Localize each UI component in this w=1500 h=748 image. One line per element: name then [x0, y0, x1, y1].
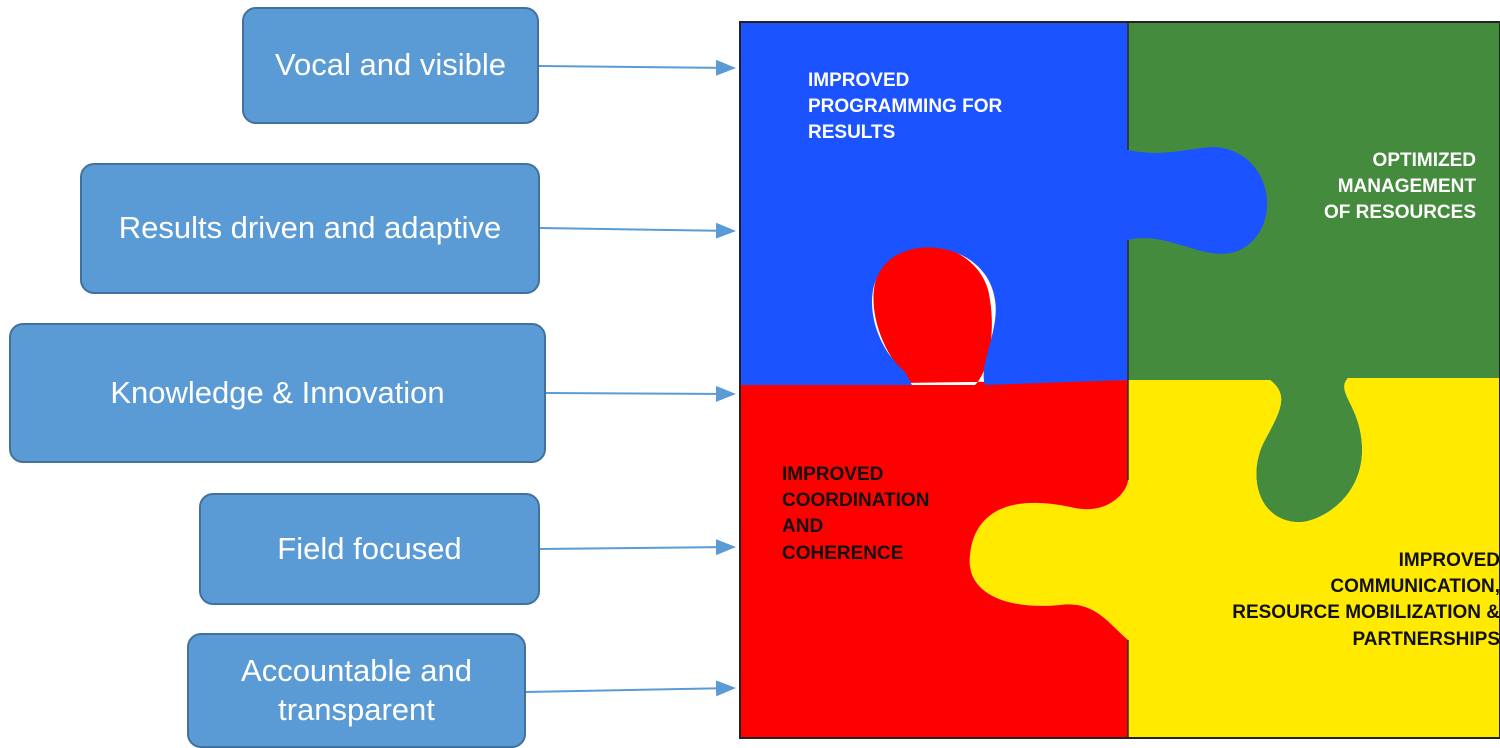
arrow-5 — [525, 680, 736, 697]
puzzle-piece-green — [1128, 22, 1500, 523]
puzzle-piece-yellow — [969, 378, 1500, 738]
puzzle-piece-blue — [740, 22, 1268, 385]
label-communication-partnerships: IMPROVED COMMUNICATION, RESOURCE MOBILIZ… — [1232, 550, 1500, 650]
label-management-resources: OPTIMIZED MANAGEMENT OF RESOURCES — [1323, 150, 1476, 224]
puzzle-border — [739, 21, 1500, 739]
arrow-3 — [545, 385, 736, 402]
quality-box-field-focused: Field focused — [199, 493, 540, 605]
puzzle-piece-red — [740, 244, 1128, 738]
label-coordination-coherence: IMPROVED COORDINATION AND COHERENCE — [782, 464, 930, 564]
arrow-1 — [538, 59, 736, 76]
quality-box-vocal-visible: Vocal and visible — [242, 7, 539, 124]
label-programming-results: IMPROVED PROGRAMMING FOR RESULTS — [808, 70, 1003, 144]
quality-box-knowledge-innovation: Knowledge & Innovation — [9, 323, 546, 463]
arrow-2 — [539, 222, 736, 239]
arrow-4 — [539, 539, 736, 556]
quality-box-results-driven: Results driven and adaptive — [80, 163, 540, 294]
quality-box-accountable-transparent: Accountable and transparent — [187, 633, 526, 748]
